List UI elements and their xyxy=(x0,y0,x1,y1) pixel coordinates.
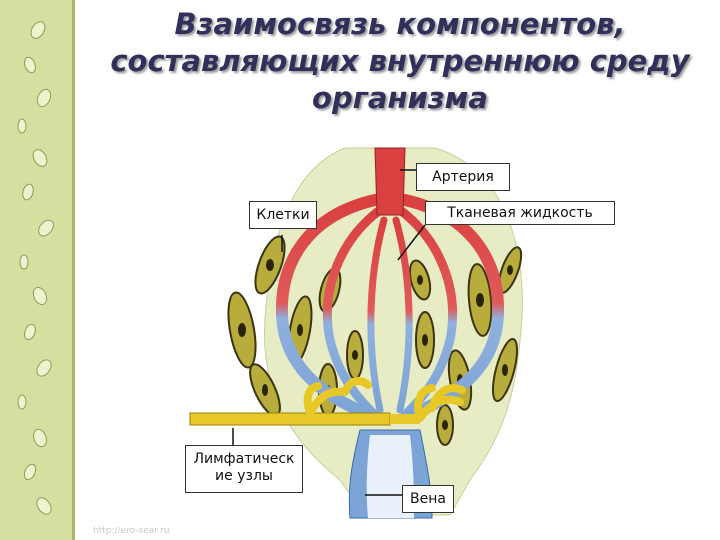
title-line-1: Взаимосвязь компонентов, xyxy=(174,7,626,41)
circulation-diagram xyxy=(189,147,523,519)
artery-label: Артерия xyxy=(416,163,510,191)
tissue-fluid-label: Тканевая жидкость xyxy=(425,201,615,225)
lymph-nodes-label: Лимфатическ ие узлы xyxy=(185,445,303,493)
cells-label: Клетки xyxy=(249,201,317,229)
artery-vessel xyxy=(374,147,406,216)
leader-lines xyxy=(232,169,426,496)
title-line-3: организма xyxy=(312,81,488,115)
title-line-2: составляющих внутреннюю среду xyxy=(110,44,690,78)
slide-title: Взаимосвязь компонентов, составляющих вн… xyxy=(80,6,720,117)
vein-label: Вена xyxy=(402,485,454,513)
lymphatic-vessel xyxy=(189,377,466,426)
watermark-text: http://ero-sear.ru xyxy=(93,526,170,536)
decorative-left-strip xyxy=(0,0,75,540)
water-drops-decoration xyxy=(17,21,54,515)
